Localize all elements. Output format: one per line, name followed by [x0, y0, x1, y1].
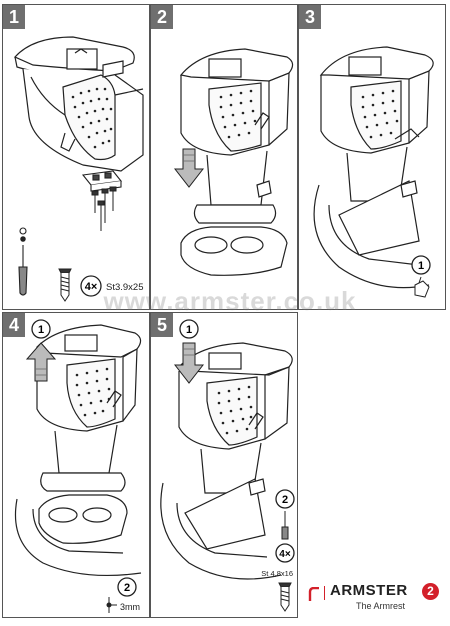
step-4-measure: 3mm — [120, 602, 140, 612]
step-4-badge: 4 — [3, 313, 25, 337]
hand-icon — [414, 276, 430, 298]
brand-divider — [324, 586, 325, 600]
bracket-screws — [91, 186, 117, 231]
armster-logo-icon — [308, 587, 319, 601]
step-5-screw-spec: St 4,8x16 — [261, 569, 293, 578]
step-3-badge: 3 — [299, 5, 321, 29]
brand-model-badge: 2 — [422, 583, 439, 600]
ruler-icon — [106, 597, 117, 613]
step-5-panel: 5 1 — [150, 312, 298, 618]
brand-tagline: The Armrest — [356, 601, 406, 611]
step-5-qty-label: 4× — [279, 549, 291, 560]
step-5-badge: 5 — [151, 313, 173, 337]
arrow-up-icon — [25, 342, 57, 382]
step-2-panel: 2 — [150, 4, 298, 310]
step-5-callout-top: 1 — [186, 324, 192, 336]
screwdriver-icon — [18, 227, 28, 296]
step-1-qty-label: 4× — [85, 281, 98, 293]
step-4-illustration: 1 2 3mm — [14, 319, 142, 613]
step-2-badge: 2 — [151, 5, 173, 29]
step-1-illustration: 4× St3.9x25 — [14, 36, 144, 302]
brand-name: ARMSTER — [330, 582, 408, 599]
screw-icon — [278, 582, 292, 612]
step-5-illustration: 1 2 4× St 4,8x16 — [160, 319, 295, 612]
step-4-panel: 4 — [2, 312, 150, 618]
bracket-plate — [81, 170, 123, 192]
step-4-callout-bottom: 2 — [124, 582, 130, 594]
step-3-callout: 1 — [418, 260, 424, 272]
step-1-panel: 1 — [2, 4, 150, 310]
arrow-down-icon — [173, 148, 205, 188]
step-2-illustration — [173, 48, 294, 276]
step-1-badge: 1 — [3, 5, 25, 29]
step-3-panel: 3 — [298, 4, 446, 310]
step-4-callout-top: 1 — [38, 324, 44, 336]
screw-icon — [58, 268, 72, 302]
step-1-screw-spec: St3.9x25 — [106, 282, 144, 293]
brand-logo-block: ARMSTER 2 The Armrest — [300, 580, 450, 620]
step-3-illustration: 1 — [313, 46, 434, 298]
screwdriver-icon — [281, 511, 289, 540]
step-5-callout-screw: 2 — [282, 494, 288, 506]
arrow-down-icon — [173, 342, 205, 384]
